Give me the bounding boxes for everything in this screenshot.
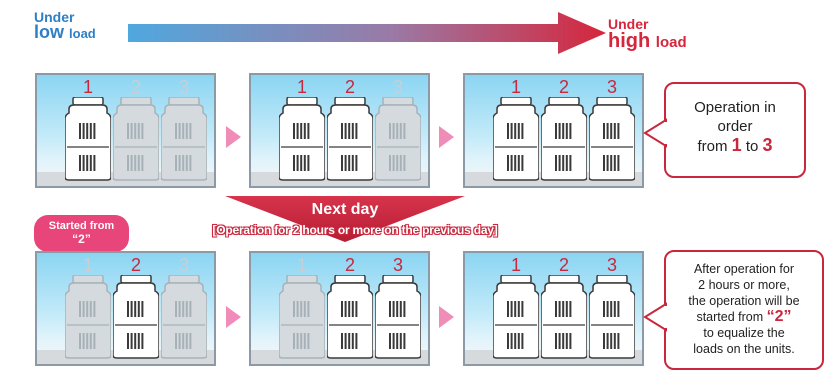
unit-number-label: 3 — [178, 77, 189, 97]
callout1-last-unit: 3 — [762, 135, 773, 155]
outdoor-unit-idle-icon — [160, 274, 208, 364]
unit-number-label: 2 — [344, 77, 355, 97]
unit-number-label: 3 — [392, 255, 403, 275]
step-arrow — [226, 306, 241, 328]
outdoor-unit-active-icon — [112, 274, 160, 364]
badge-line1: Started from — [48, 220, 115, 232]
callout2-started-from: started from — [696, 310, 764, 324]
outdoor-unit-idle-icon — [160, 96, 208, 186]
outdoor-unit-active-icon — [374, 274, 422, 364]
outdoor-unit-idle-icon — [64, 274, 112, 364]
callout1-from: from — [697, 138, 728, 155]
callout1-first-unit: 1 — [731, 135, 742, 155]
unit-number-label: 1 — [82, 255, 93, 275]
outdoor-unit-active-icon — [540, 96, 588, 186]
unit-number-label: 3 — [606, 77, 617, 97]
callout2-line5: to equalize the — [703, 326, 785, 340]
callout2-line2: 2 hours or more, — [698, 278, 790, 292]
unit-number-label: 3 — [392, 77, 403, 97]
unit-number-label: 2 — [558, 77, 569, 97]
high-label-load: load — [655, 34, 687, 51]
low-label-load: load — [69, 26, 96, 41]
next-day-arrow — [225, 196, 465, 242]
callout1-line3: from 1 to 3 — [666, 136, 804, 156]
badge-line2: “2” — [72, 232, 91, 246]
row2-panel-3: 1 2 3 — [463, 251, 644, 366]
unit-number-label: 1 — [82, 77, 93, 97]
row1-panel-3: 1 2 3 — [463, 73, 644, 188]
callout1-line1: Operation in — [694, 99, 776, 116]
step-arrow — [439, 126, 454, 148]
step-arrow — [226, 126, 241, 148]
callout2-pointer — [643, 302, 667, 332]
row2-panel-1: 1 2 3 — [35, 251, 216, 366]
next-day-note: [Operation for 2 hours or more on the pr… — [212, 223, 498, 237]
outdoor-unit-active-icon — [588, 96, 636, 186]
outdoor-unit-active-icon — [278, 96, 326, 186]
outdoor-unit-idle-icon — [374, 96, 422, 186]
unit-number-label: 1 — [296, 255, 307, 275]
callout-equalize-loads: After operation for 2 hours or more, the… — [664, 250, 824, 370]
callout1-to: to — [745, 138, 759, 155]
outdoor-unit-active-icon — [492, 96, 540, 186]
unit-number-label: 3 — [178, 255, 189, 275]
under-high-load-label: Under high load — [608, 16, 687, 51]
outdoor-unit-active-icon — [64, 96, 112, 186]
unit-number-label: 1 — [296, 77, 307, 97]
row1-panel-2: 1 2 3 — [249, 73, 430, 188]
unit-number-label: 1 — [510, 77, 521, 97]
under-low-load-label: Under low load — [34, 9, 96, 42]
unit-number-label: 2 — [130, 255, 141, 275]
row2-panel-2: 1 2 3 — [249, 251, 430, 366]
outdoor-unit-active-icon — [326, 96, 374, 186]
callout2-line1: After operation for — [693, 262, 795, 276]
high-label-line1: Under — [608, 16, 649, 32]
high-label-word: high — [608, 30, 651, 52]
unit-number-label: 2 — [344, 255, 355, 275]
outdoor-unit-active-icon — [326, 274, 374, 364]
low-label-line1: Under — [34, 9, 75, 25]
load-gradient-arrow — [128, 12, 606, 54]
callout1-line2: order — [717, 118, 753, 135]
outdoor-unit-idle-icon — [278, 274, 326, 364]
callout2-line6: loads on the units. — [693, 342, 795, 356]
step-arrow — [439, 306, 454, 328]
callout1-pointer — [643, 118, 667, 148]
outdoor-unit-idle-icon — [112, 96, 160, 186]
unit-number-label: 3 — [606, 255, 617, 275]
outdoor-unit-active-icon — [492, 274, 540, 364]
callout2-line4: started from “2” — [666, 309, 822, 325]
outdoor-unit-active-icon — [540, 274, 588, 364]
callout2-line3: the operation will be — [688, 294, 800, 308]
callout-operation-order: Operation in order from 1 to 3 — [664, 82, 806, 178]
row1-panel-1: 1 2 3 — [35, 73, 216, 188]
unit-number-label: 2 — [558, 255, 569, 275]
callout2-unit-2: “2” — [766, 308, 792, 325]
unit-number-label: 2 — [130, 77, 141, 97]
low-label-word: low — [34, 22, 64, 42]
started-from-badge: Started from “2” — [34, 215, 129, 252]
next-day-title: Next day — [311, 201, 379, 218]
outdoor-unit-active-icon — [588, 274, 636, 364]
unit-number-label: 1 — [510, 255, 521, 275]
